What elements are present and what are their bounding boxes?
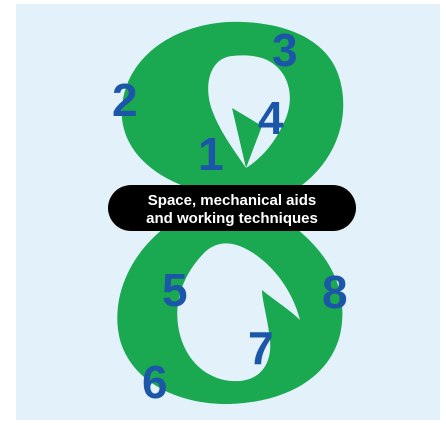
number-3: 3 [272, 24, 298, 76]
number-5: 5 [162, 264, 188, 316]
upper-loop-shape [122, 22, 344, 193]
number-8: 8 [322, 266, 348, 318]
caption-line-1: Space, mechanical aids [148, 192, 316, 209]
number-7: 7 [248, 322, 274, 374]
number-6: 6 [142, 356, 168, 408]
number-1: 1 [198, 128, 224, 180]
caption-line-2: and working techniques [146, 210, 318, 227]
number-2: 2 [112, 74, 138, 126]
number-4: 4 [258, 92, 284, 144]
